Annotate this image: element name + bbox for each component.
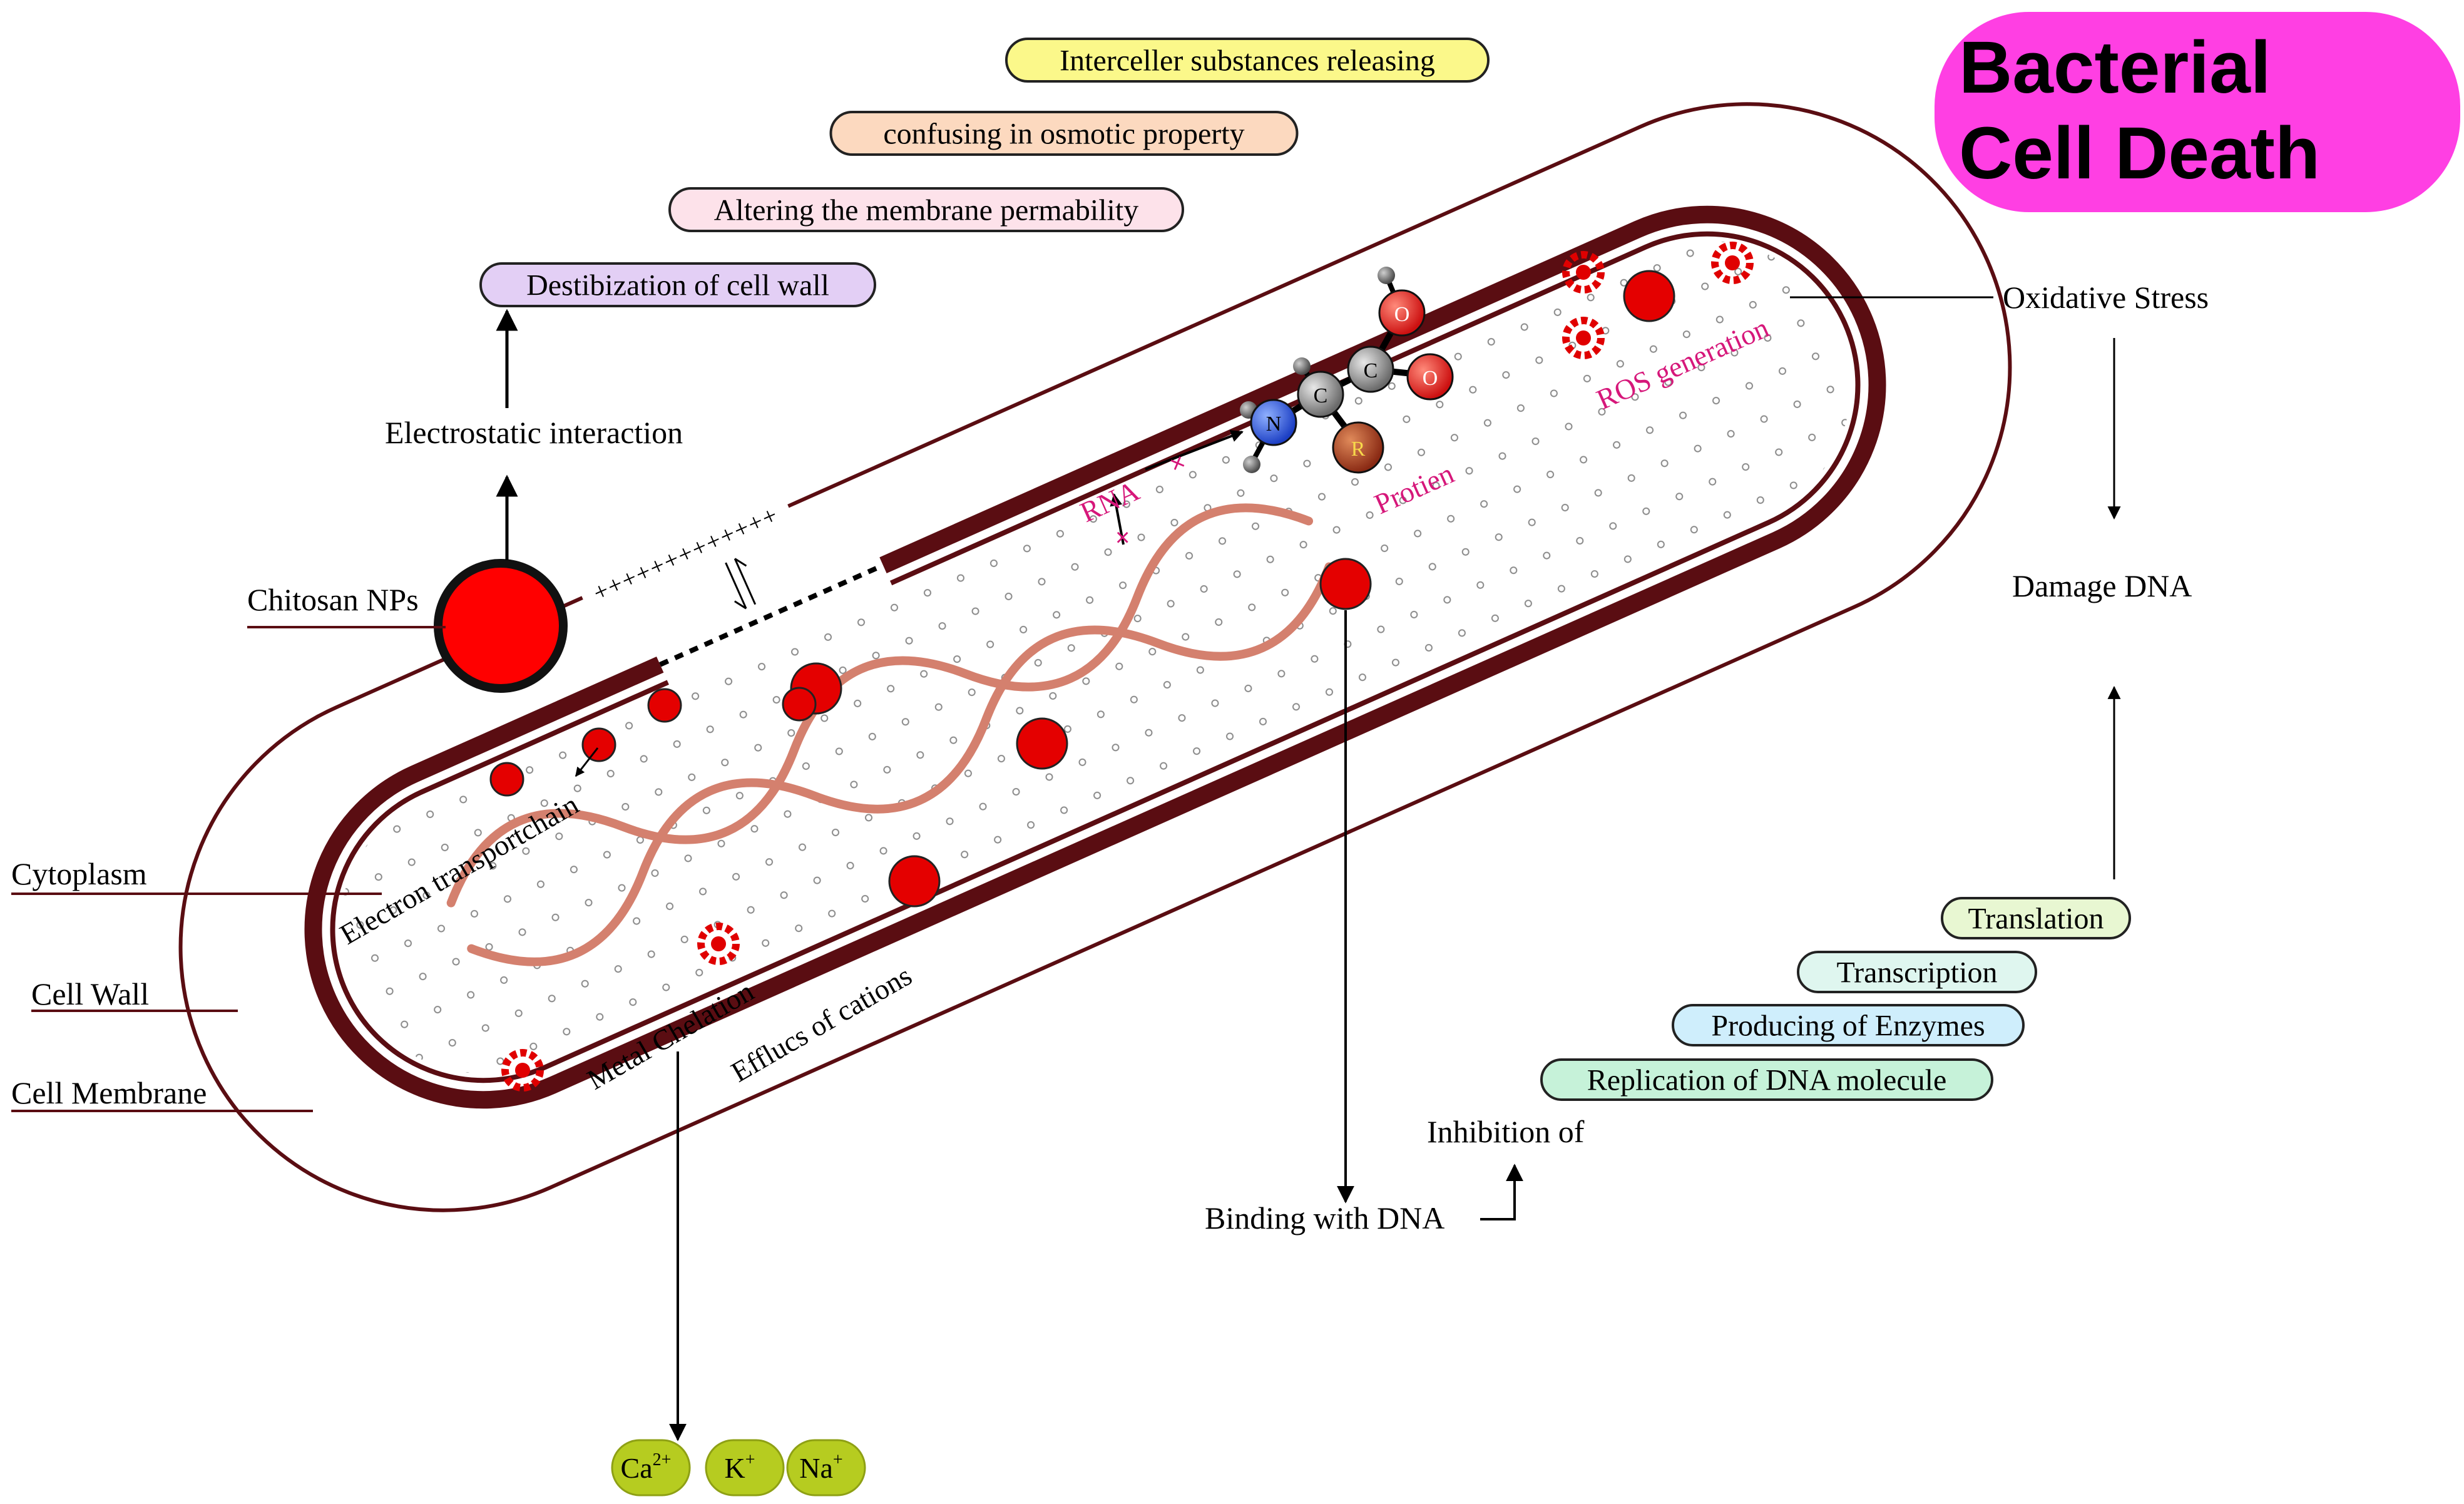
process-pill: Transcription: [1797, 951, 2037, 993]
title-line-2: Cell Death: [1959, 112, 2320, 195]
r-group-atom: [1332, 421, 1384, 474]
hydrogen-atom: [1378, 267, 1395, 284]
dna-strand-1: [446, 503, 1314, 908]
atom-label-o: O: [1394, 303, 1410, 326]
process-pill-label: Replication of DNA molecule: [1587, 1063, 1947, 1097]
np-ros: [1623, 270, 1675, 322]
cell-wall: [304, 205, 1886, 1109]
carbon-atom: [1347, 345, 1394, 393]
process-pill: Replication of DNA molecule: [1540, 1058, 1993, 1101]
cell-membrane-label: Cell Membrane: [11, 1075, 207, 1110]
cell-wall-effects: Interceller substances releasing confusin…: [479, 38, 1490, 307]
hydrogen-atom: [1243, 456, 1260, 473]
process-pill: Translation: [1941, 897, 2131, 939]
oxidative-stress-label: Oxidative Stress: [2003, 280, 2209, 315]
effect-pill-label: confusing in osmotic property: [883, 117, 1244, 150]
chitosan-nanoparticle: [434, 559, 568, 693]
title-box: [1935, 12, 2460, 212]
outer-breach: [577, 494, 794, 610]
nitrogen-atom: [1250, 399, 1297, 446]
ros-icon: [1562, 251, 1605, 294]
effect-pill-label: Interceller substances releasing: [1060, 44, 1435, 77]
dna-strand-2: [467, 562, 1334, 966]
np-small: [888, 855, 941, 908]
block-mark-icon: ×: [1115, 524, 1130, 551]
hydrogen-atom: [1293, 357, 1311, 375]
nanoparticles: [434, 270, 1675, 908]
breach-dashes: [659, 563, 884, 667]
process-pill: Producing of Enzymes: [1672, 1004, 2025, 1046]
cell-membrane: [330, 231, 1861, 1083]
cation-pills: Ca2+K+Na+: [611, 1439, 866, 1496]
dna-double-helix: [446, 503, 1334, 966]
ros-icon: [1711, 242, 1754, 284]
ros-icons: [501, 242, 1754, 1092]
atom-label-c: C: [1314, 384, 1328, 407]
atom-label-o: O: [1423, 367, 1438, 390]
process-pill-label: Transcription: [1837, 956, 1998, 989]
cell-wall-label: Cell Wall: [31, 976, 149, 1011]
oxygen-atom: [1378, 289, 1426, 337]
atom-label-n: N: [1266, 412, 1282, 436]
cation-pill: Ca2+: [611, 1439, 691, 1496]
cation-pill: K+: [705, 1439, 785, 1496]
effect-pill: Interceller substances releasing: [1005, 38, 1490, 83]
effect-pill: confusing in osmotic property: [829, 111, 1299, 156]
damage-dna-label: Damage DNA: [2012, 568, 2192, 603]
atom-label-r: R: [1351, 437, 1366, 461]
ros-icon: [1562, 317, 1605, 359]
ros-icon: [501, 1049, 544, 1092]
electron-chain-arrow: [575, 747, 599, 777]
effect-pill-label: Altering the membrane permability: [714, 193, 1138, 227]
np-dna-binding: [1319, 558, 1372, 610]
chitosan-label: Chitosan NPs: [247, 582, 419, 617]
oxygen-atom: [1406, 353, 1454, 401]
effect-pill: Destibization of cell wall: [479, 262, 876, 307]
np-small: [489, 762, 524, 797]
wall-breach: [653, 549, 897, 695]
equilibrium-arrows-icon: [725, 558, 757, 610]
title-line-1: Bacterial: [1959, 26, 2271, 109]
process-pill-label: Translation: [1968, 902, 2104, 935]
ros-icon: [697, 923, 740, 965]
inhibition-label: Inhibition of: [1427, 1114, 1585, 1149]
binding-dna-label: Binding with DNA: [1205, 1200, 1444, 1235]
process-pill-label: Producing of Enzymes: [1711, 1009, 1985, 1042]
np-small: [581, 727, 616, 762]
cytoplasm-label: Cytoplasm: [11, 856, 147, 891]
np-small: [647, 688, 682, 723]
electrostatic-label: Electrostatic interaction: [385, 415, 683, 450]
cation-pill: Na+: [786, 1439, 866, 1496]
atom-label-c: C: [1364, 359, 1378, 382]
binding-to-inhibition-arrow: [1480, 1164, 1523, 1220]
np-small: [782, 687, 817, 722]
protein-molecule: N C R C O O: [1240, 267, 1454, 474]
effect-pill-label: Destibization of cell wall: [526, 269, 829, 302]
effect-pill: Altering the membrane permability: [668, 187, 1184, 232]
np-small: [1016, 717, 1068, 770]
carbon-atom: [1297, 371, 1344, 418]
